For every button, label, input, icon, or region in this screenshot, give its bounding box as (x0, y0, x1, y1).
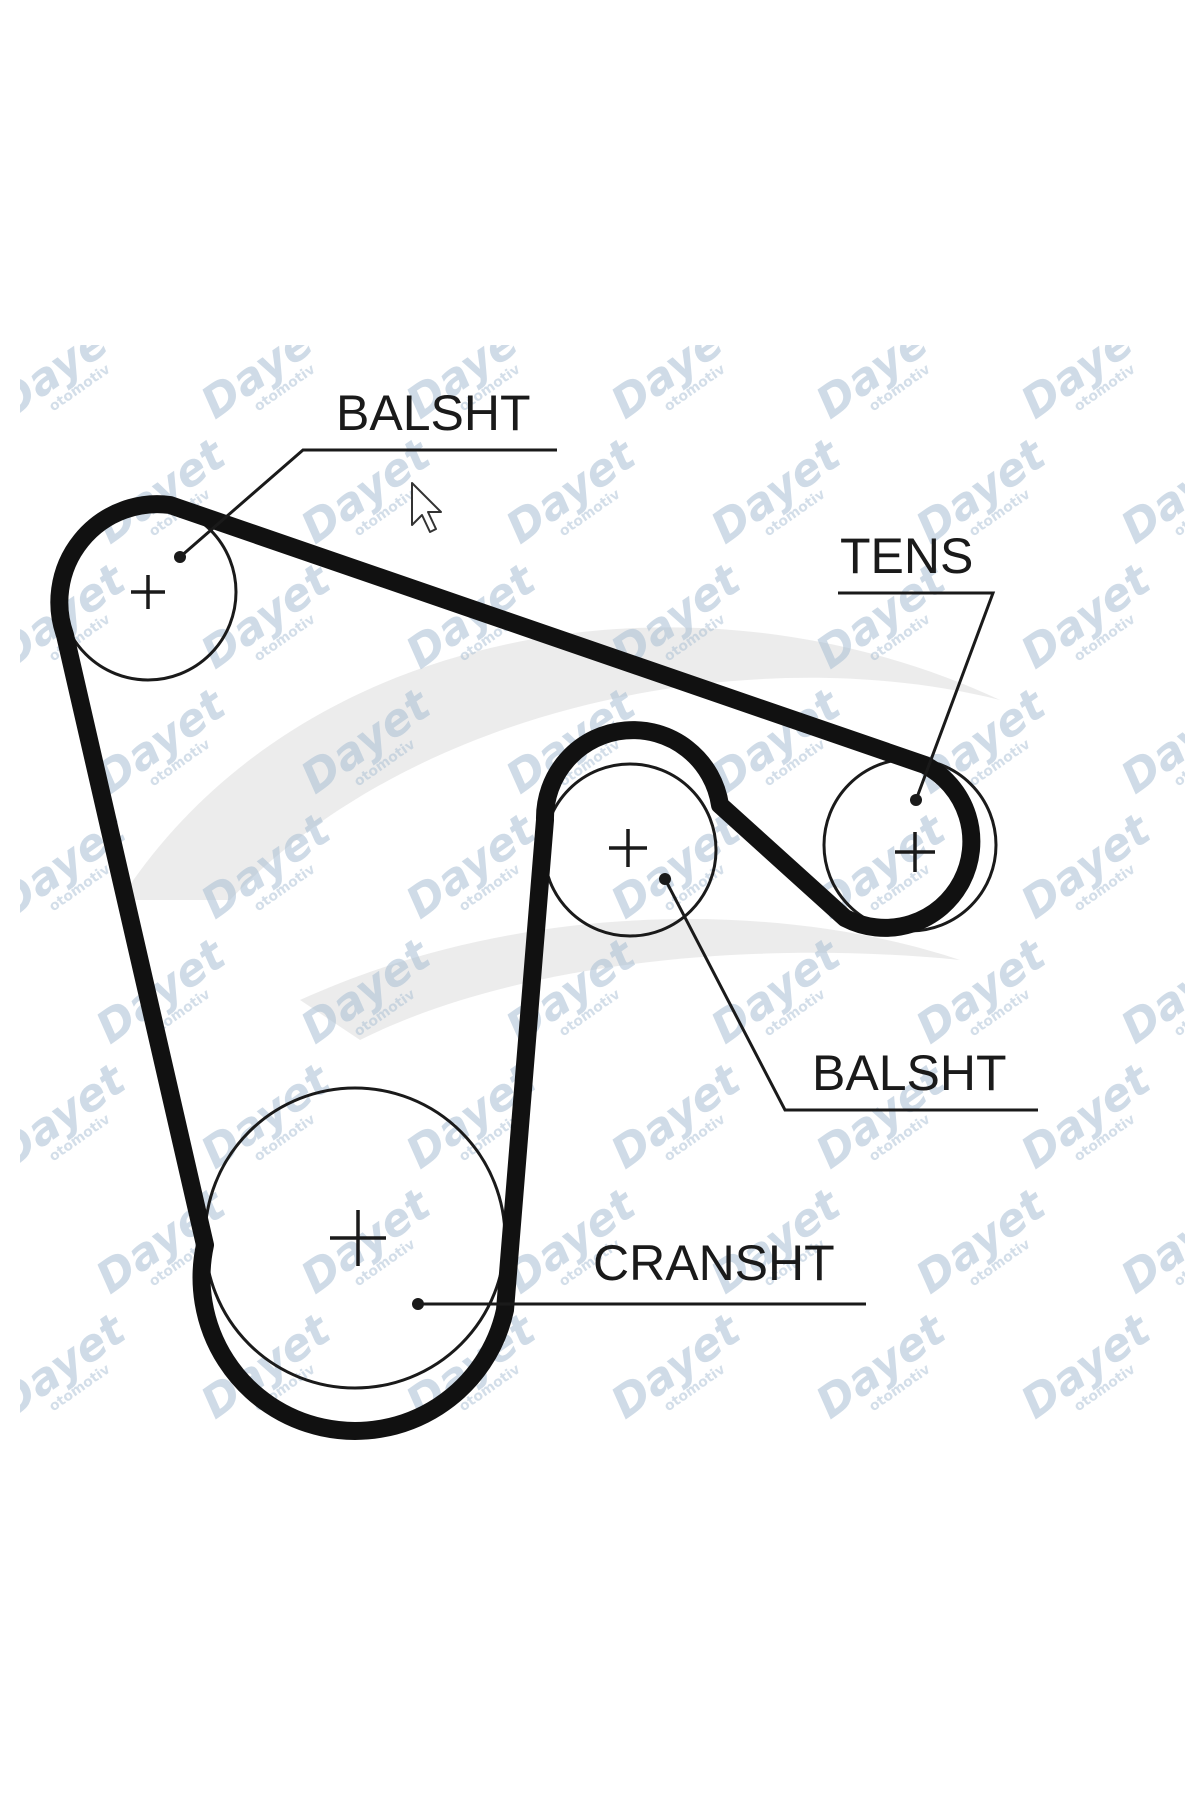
leader-balsht-mid (659, 873, 1038, 1112)
leader-tens (838, 591, 996, 806)
label-balsht-top: BALSHT (336, 385, 531, 441)
watermark-swoosh (120, 627, 1000, 900)
label-balsht-mid: BALSHT (812, 1045, 1007, 1101)
mouse-cursor-icon (411, 482, 442, 533)
leader-balsht-top (174, 448, 557, 563)
label-tens: TENS (840, 528, 973, 584)
label-cranksht: CRANSHT (593, 1235, 835, 1291)
cross-tensioner (895, 832, 935, 872)
cross-balsht-top (131, 575, 165, 609)
leader-cranksht (412, 1298, 866, 1310)
timing-belt (50, 495, 981, 1440)
cross-balsht-mid (609, 829, 647, 867)
cross-crankshaft (330, 1210, 386, 1266)
watermark-swoosh (300, 919, 960, 1040)
